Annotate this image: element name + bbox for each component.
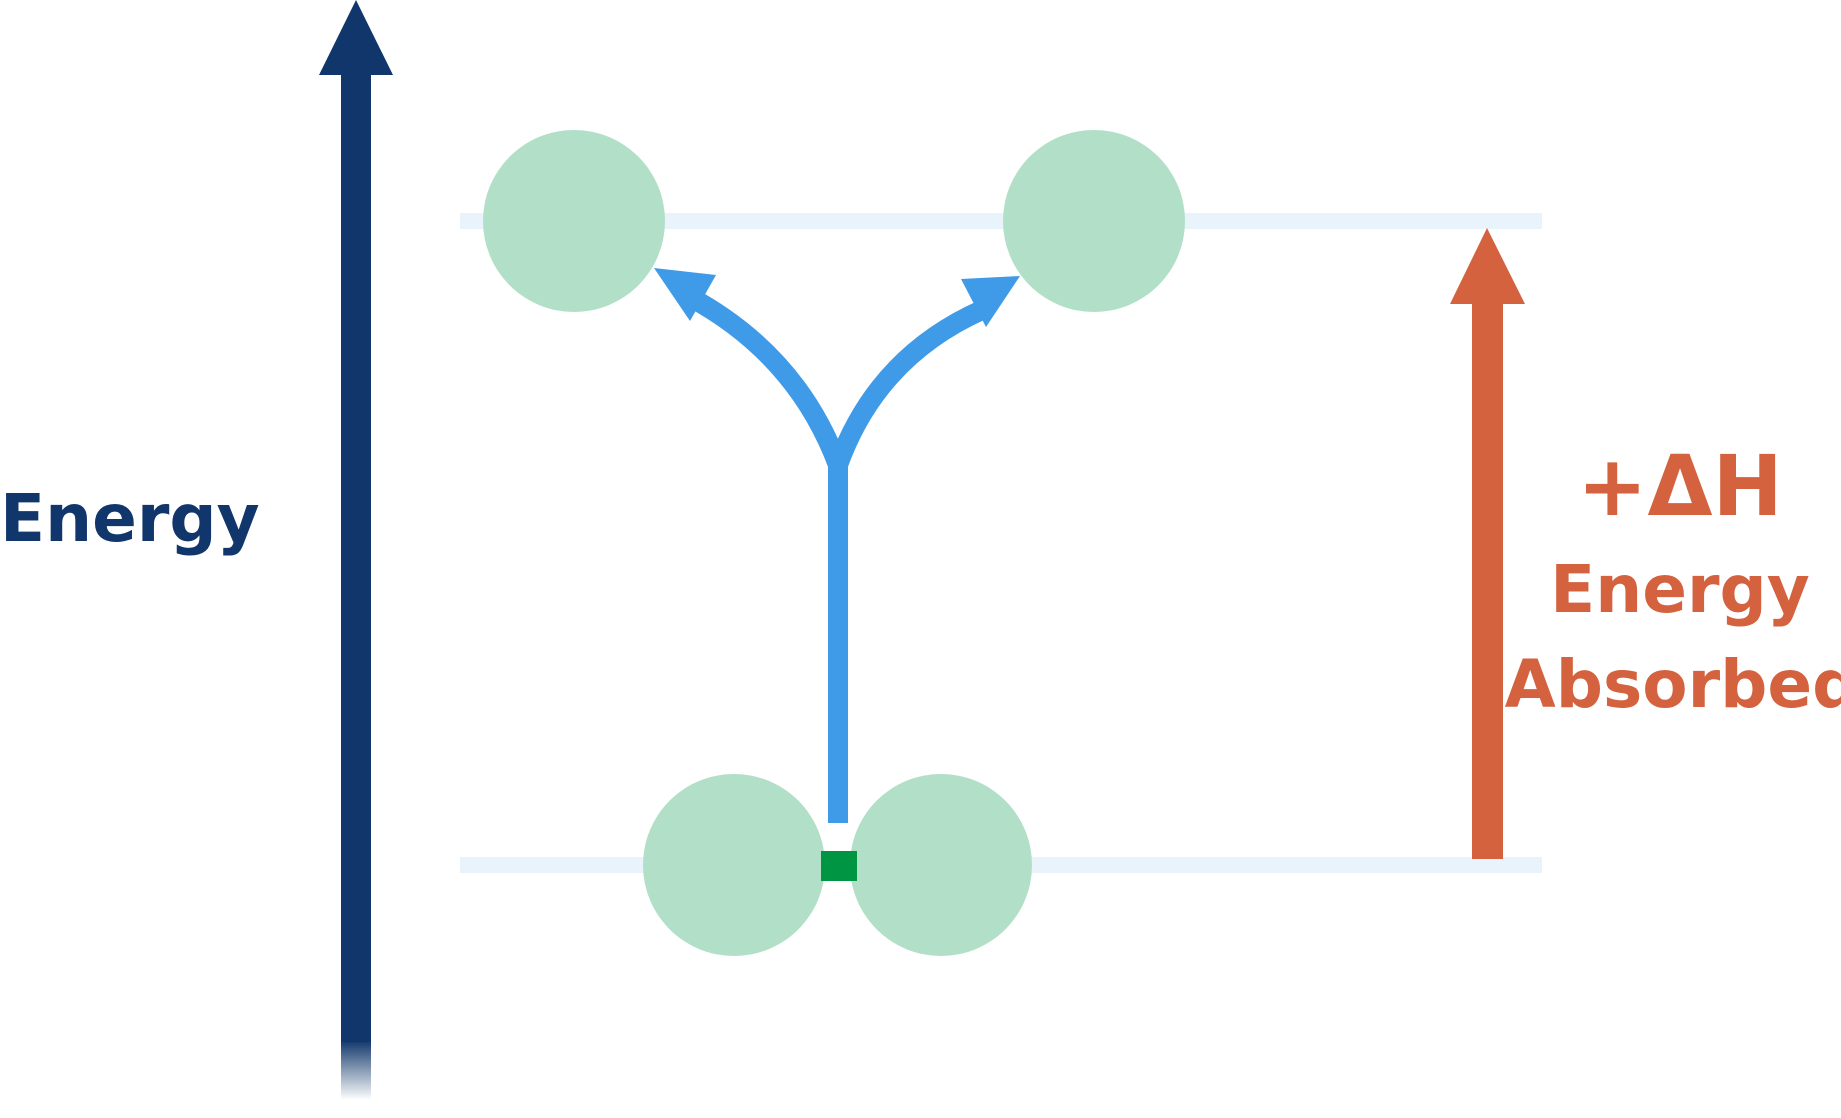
bond-break-y-split-arrow-icon: [685, 288, 987, 823]
bonded-atom-left: [643, 774, 825, 956]
separated-atom-left: [483, 130, 665, 312]
separated-atom-right: [1003, 130, 1185, 312]
energy-axis-label: Energy: [0, 480, 260, 557]
delta-h-label: +ΔH: [1577, 437, 1783, 535]
energy-absorbed-line2: Absorbed: [1505, 646, 1841, 723]
bonded-atom-right: [850, 774, 1032, 956]
energy-axis-up-arrow-icon: [319, 0, 393, 1100]
delta-h-up-arrow-icon: [1450, 228, 1525, 859]
bond: [821, 851, 857, 881]
energy-absorbed-line1: Energy: [1550, 551, 1810, 628]
left-split-arrowhead: [654, 268, 716, 321]
upper-energy-level-line: [460, 213, 1542, 229]
right-split-arrowhead: [961, 276, 1020, 327]
